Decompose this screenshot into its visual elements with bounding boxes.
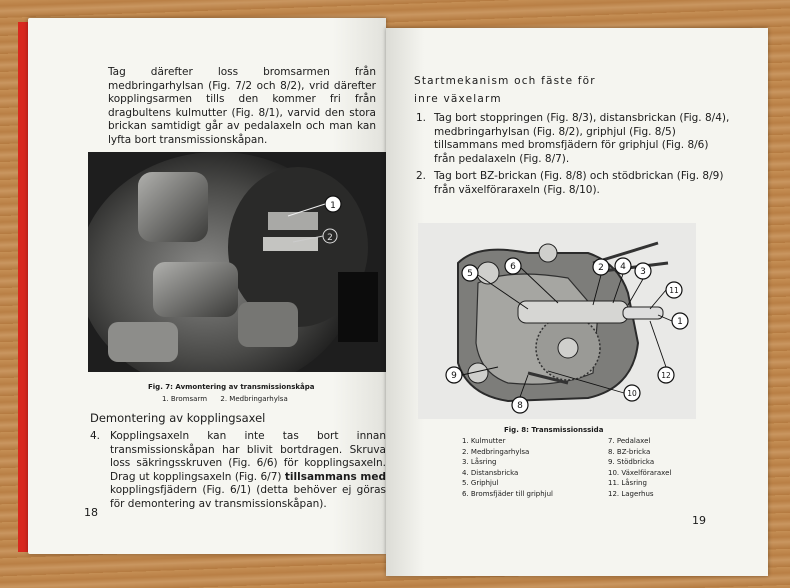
svg-text:5: 5	[467, 269, 473, 279]
step-4-text-b: kopplingsfjädern (Fig. 6/1) (detta behöv…	[110, 484, 386, 510]
step-4-body: Kopplingsaxeln kan inte tas bort innan t…	[110, 430, 386, 511]
svg-text:2: 2	[598, 263, 604, 273]
step-4-text-a: Kopplingsaxeln kan inte tas bort innan t…	[110, 430, 386, 483]
book-cover-edge	[18, 22, 28, 552]
left-page: Tag därefter loss bromsarmen från medbri…	[28, 18, 386, 554]
parts-left-item: 3. Låsring	[462, 458, 497, 467]
figure-7-legend: 1. Bromsarm 2. Medbringarhylsa	[162, 395, 288, 403]
parts-left-item: 5. Griphjul	[462, 479, 499, 488]
engine-photo-illustration: 1 2	[88, 152, 386, 372]
right-page: Startmekanism och fäste för inre växelar…	[386, 28, 768, 576]
svg-text:4: 4	[620, 262, 626, 272]
transmission-cover-photo: 1 2	[88, 152, 386, 372]
step-4-number: 4.	[90, 430, 101, 442]
right-step-2: 2. Tag bort BZ-brickan (Fig. 8/8) och st…	[416, 170, 734, 197]
diagram-callout-4: 4	[614, 257, 632, 275]
transmission-diagram-illustration: 1 2 3 4 5 6 8 9 10 11 12	[418, 223, 696, 419]
svg-text:6: 6	[510, 262, 516, 272]
parts-left-item: 6. Bromsfjäder till griphjul	[462, 489, 554, 498]
step-4: 4. Kopplingsaxeln kan inte tas bort inna…	[90, 430, 390, 511]
step-4-bold: tillsammans med	[284, 470, 386, 483]
diagram-callout-8: 8	[511, 396, 529, 414]
parts-right-item: 8. BZ-bricka	[608, 447, 651, 456]
photo-callout-2-label: 2	[327, 233, 333, 243]
right-step-2-text: Tag bort BZ-brickan (Fig. 8/8) och stödb…	[434, 170, 724, 196]
right-page-heading-line2: inre växelarm	[414, 93, 502, 105]
right-step-1-text: Tag bort stoppringen (Fig. 8/3), distans…	[434, 112, 730, 165]
right-step-2-number: 2.	[416, 170, 427, 182]
svg-text:8: 8	[517, 401, 523, 411]
svg-text:1: 1	[677, 317, 683, 327]
photo-callout-1-label: 1	[330, 201, 336, 211]
svg-text:11: 11	[669, 286, 679, 295]
parts-left-item: 2. Medbringarhylsa	[462, 447, 530, 456]
intro-paragraph: Tag därefter loss bromsarmen från medbri…	[108, 66, 376, 146]
figure-7-caption: Fig. 7: Avmontering av transmissionskåpa	[148, 383, 315, 391]
svg-text:9: 9	[451, 371, 457, 381]
svg-text:10: 10	[627, 389, 637, 398]
section-heading: Demontering av kopplingsaxel	[90, 411, 266, 425]
right-page-number: 19	[692, 514, 706, 527]
parts-right-item: 7. Pedalaxel	[608, 437, 651, 445]
parts-right-item: 9. Stödbricka	[608, 458, 655, 467]
parts-left-item: 4. Distansbricka	[462, 468, 519, 477]
right-page-heading-line1: Startmekanism och fäste för	[414, 75, 596, 87]
transmission-side-diagram: 1 2 3 4 5 6 8 9 10 11 12	[418, 223, 696, 419]
diagram-callout-6: 6	[504, 257, 522, 275]
diagram-callout-10: 10	[623, 384, 641, 402]
parts-right-item: 11. Låsring	[608, 479, 647, 488]
svg-text:12: 12	[661, 371, 671, 380]
parts-list-left: 1. Kulmutter 2. Medbringarhylsa 3. Låsri…	[462, 436, 553, 500]
diagram-callout-3: 3	[634, 262, 652, 280]
right-step-1: 1. Tag bort stoppringen (Fig. 8/3), dist…	[416, 112, 734, 166]
diagram-callout-5: 5	[461, 264, 479, 282]
diagram-callout-12: 12	[657, 366, 675, 384]
figure-8-caption: Fig. 8: Transmissionssida	[504, 426, 604, 434]
left-page-number: 18	[84, 506, 98, 519]
parts-left-item: 1. Kulmutter	[462, 437, 506, 445]
parts-right-item: 10. Växelföraraxel	[608, 468, 672, 477]
diagram-callout-2: 2	[592, 258, 610, 276]
right-step-1-number: 1.	[416, 112, 427, 124]
parts-right-item: 12. Lagerhus	[608, 489, 654, 498]
diagram-callout-1: 1	[671, 312, 689, 330]
svg-text:3: 3	[640, 267, 646, 277]
parts-list-right: 7. Pedalaxel 8. BZ-bricka 9. Stödbricka …	[608, 436, 671, 500]
diagram-callout-9: 9	[445, 366, 463, 384]
diagram-callout-11: 11	[665, 281, 683, 299]
